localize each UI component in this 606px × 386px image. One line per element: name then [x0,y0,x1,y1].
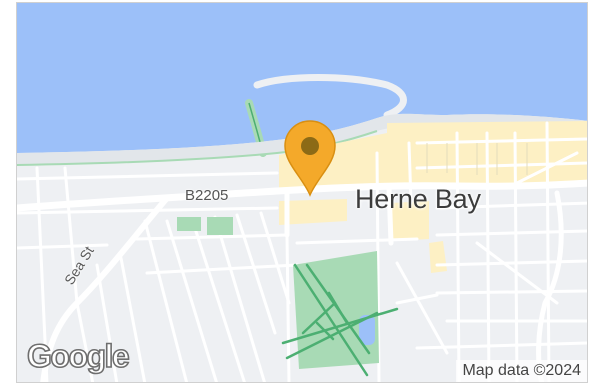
google-logo: Google [26,337,130,375]
map-attribution[interactable]: Map data ©2024 [456,360,587,382]
minor-roads [17,121,587,382]
map-view[interactable]: B2205 Herne Bay Sea St Google Map data ©… [16,2,588,383]
parks [177,217,379,369]
building-outlines [426,143,528,175]
park-paths [281,263,399,377]
harbour-arm [253,74,407,119]
road-label: B2205 [185,187,229,204]
map-canvas[interactable] [17,3,588,383]
place-label: Herne Bay [355,184,481,214]
location-pin-icon[interactable] [282,119,338,197]
